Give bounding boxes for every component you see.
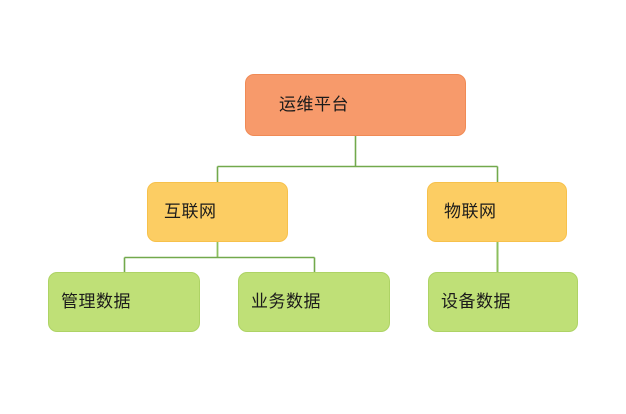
node-label: 互联网 <box>164 201 217 222</box>
node-label: 物联网 <box>444 201 497 222</box>
node-label: 业务数据 <box>251 291 321 312</box>
node-label: 设备数据 <box>441 291 511 312</box>
node-internet[interactable]: 互联网 <box>147 182 288 242</box>
node-iot[interactable]: 物联网 <box>427 182 567 242</box>
node-device-data[interactable]: 设备数据 <box>428 272 578 332</box>
node-root-ops-platform[interactable]: 运维平台 <box>245 74 466 136</box>
node-label: 运维平台 <box>279 94 349 115</box>
node-management-data[interactable]: 管理数据 <box>48 272 200 332</box>
node-label: 管理数据 <box>61 291 131 312</box>
node-business-data[interactable]: 业务数据 <box>238 272 390 332</box>
